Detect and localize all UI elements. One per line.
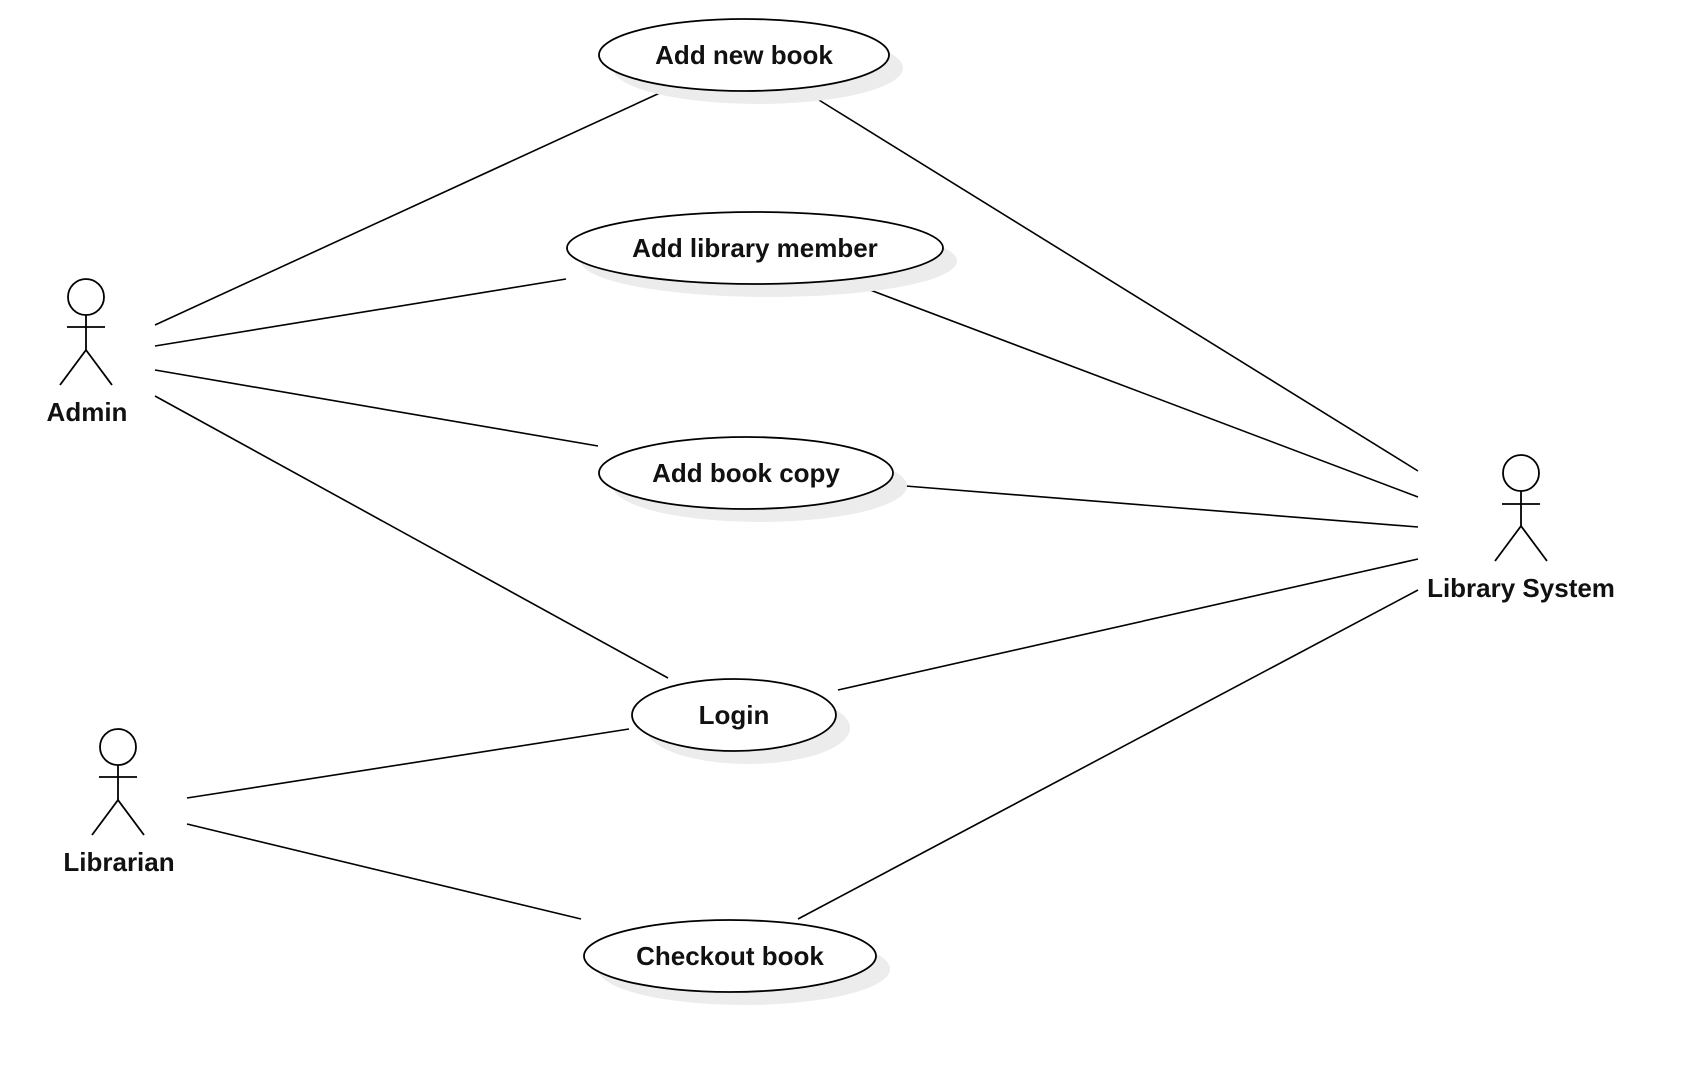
actor-librarian[interactable]: Librarian [63, 728, 175, 877]
actor-right-leg [117, 799, 145, 836]
use-case-ellipse [598, 436, 894, 510]
use-case-add-new-book[interactable]: Add new book [598, 18, 903, 104]
actor-head [99, 728, 137, 766]
use-case-label: Login [699, 700, 770, 730]
use-case-add-library-member[interactable]: Add library member [566, 211, 957, 297]
use-case-label: Add new book [655, 40, 833, 70]
use-case-ellipse [598, 18, 890, 92]
use-case-add-book-copy[interactable]: Add book copy [598, 436, 907, 522]
associations [154, 91, 1419, 920]
actor-right-leg [1520, 525, 1548, 562]
use-case-ellipse [631, 678, 837, 752]
association-library-system-login [837, 558, 1419, 691]
association-librarian-checkout-book [186, 823, 582, 920]
actor-head [67, 278, 105, 316]
association-library-system-add-book-copy [892, 484, 1419, 528]
actor-right-leg [85, 349, 113, 386]
use-case-checkout-book[interactable]: Checkout book [583, 919, 890, 1005]
actor-head [1502, 454, 1540, 492]
use-case-ellipse [583, 919, 877, 993]
association-admin-add-library-member [154, 278, 567, 347]
association-admin-add-new-book [154, 91, 663, 326]
association-admin-login [154, 395, 669, 679]
actor-left-leg [91, 799, 119, 836]
actor-label: Librarian [63, 847, 174, 877]
actor-left-leg [1494, 525, 1522, 562]
actor-label: Library System [1427, 573, 1615, 603]
actor-library-system[interactable]: Library System [1427, 454, 1615, 603]
use-case-label: Add book copy [652, 458, 840, 488]
association-librarian-login [186, 728, 630, 799]
use-case-label: Add library member [632, 233, 878, 263]
association-library-system-add-library-member [856, 284, 1419, 498]
actor-left-leg [59, 349, 87, 386]
actor-admin[interactable]: Admin [47, 278, 128, 427]
association-library-system-checkout-book [797, 589, 1419, 920]
use-case-label: Checkout book [636, 941, 824, 971]
use-case-ellipse [566, 211, 944, 285]
actor-label: Admin [47, 397, 128, 427]
association-library-system-add-new-book [805, 91, 1419, 472]
use-case-login[interactable]: Login [631, 678, 850, 764]
association-admin-add-book-copy [154, 369, 599, 447]
